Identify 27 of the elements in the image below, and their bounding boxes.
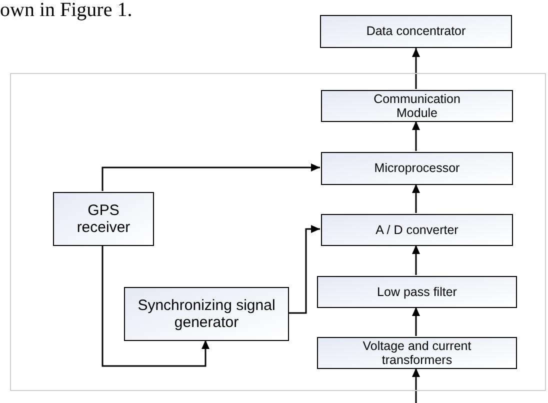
arrow: [412, 307, 420, 336]
box-label: Communication Module: [372, 92, 462, 120]
box-label: Low pass filter: [377, 284, 457, 300]
arrow: [412, 121, 420, 151]
process-box: [317, 276, 517, 308]
caption-text: own in Figure 1.: [0, 0, 132, 20]
box-label: Voltage and current transformers: [362, 338, 472, 368]
arrow: [102, 164, 320, 191]
arrow: [412, 368, 420, 403]
process-box: [320, 15, 512, 48]
arrow: [412, 184, 420, 213]
box-label: A / D converter: [376, 222, 458, 238]
process-box: [124, 287, 289, 341]
box-label: GPS receiver: [76, 202, 132, 236]
box-label: Microprocessor: [374, 161, 460, 176]
process-box: [321, 152, 513, 185]
process-box: [53, 192, 154, 246]
arrow: [412, 245, 420, 275]
process-box: [321, 90, 513, 122]
box-label: Data concentrator: [366, 24, 466, 39]
arrow: [412, 48, 420, 89]
group-frame: [10, 73, 546, 391]
arrow: [102, 245, 210, 367]
process-box: [317, 337, 517, 369]
process-box: [321, 214, 513, 246]
arrow: [288, 225, 320, 314]
box-label: Synchronizing signal generator: [136, 296, 276, 332]
